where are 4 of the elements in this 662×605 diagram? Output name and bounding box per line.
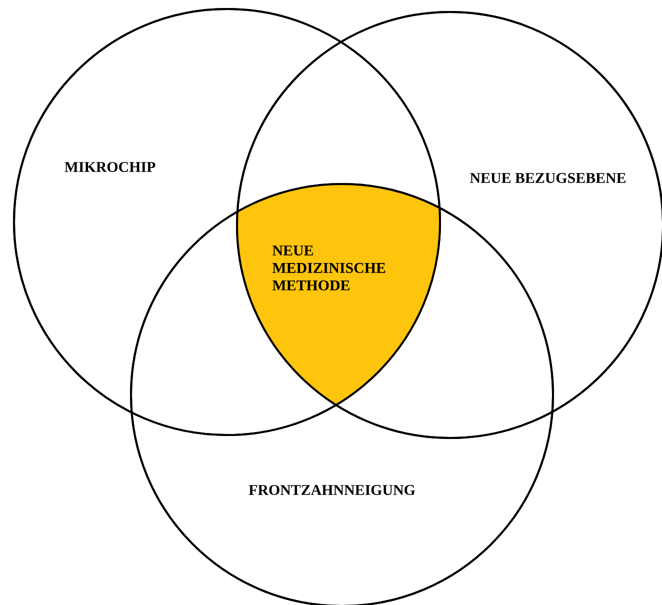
node-label: FRONTZAHNNEIGUNG (248, 484, 416, 496)
node-label: NEUE BEZUGSEBENE (470, 172, 626, 184)
node-label: MIKROCHIP (64, 162, 156, 172)
highlighted-region: NEUE MEDIZINISCHE METHODE (237, 184, 440, 405)
